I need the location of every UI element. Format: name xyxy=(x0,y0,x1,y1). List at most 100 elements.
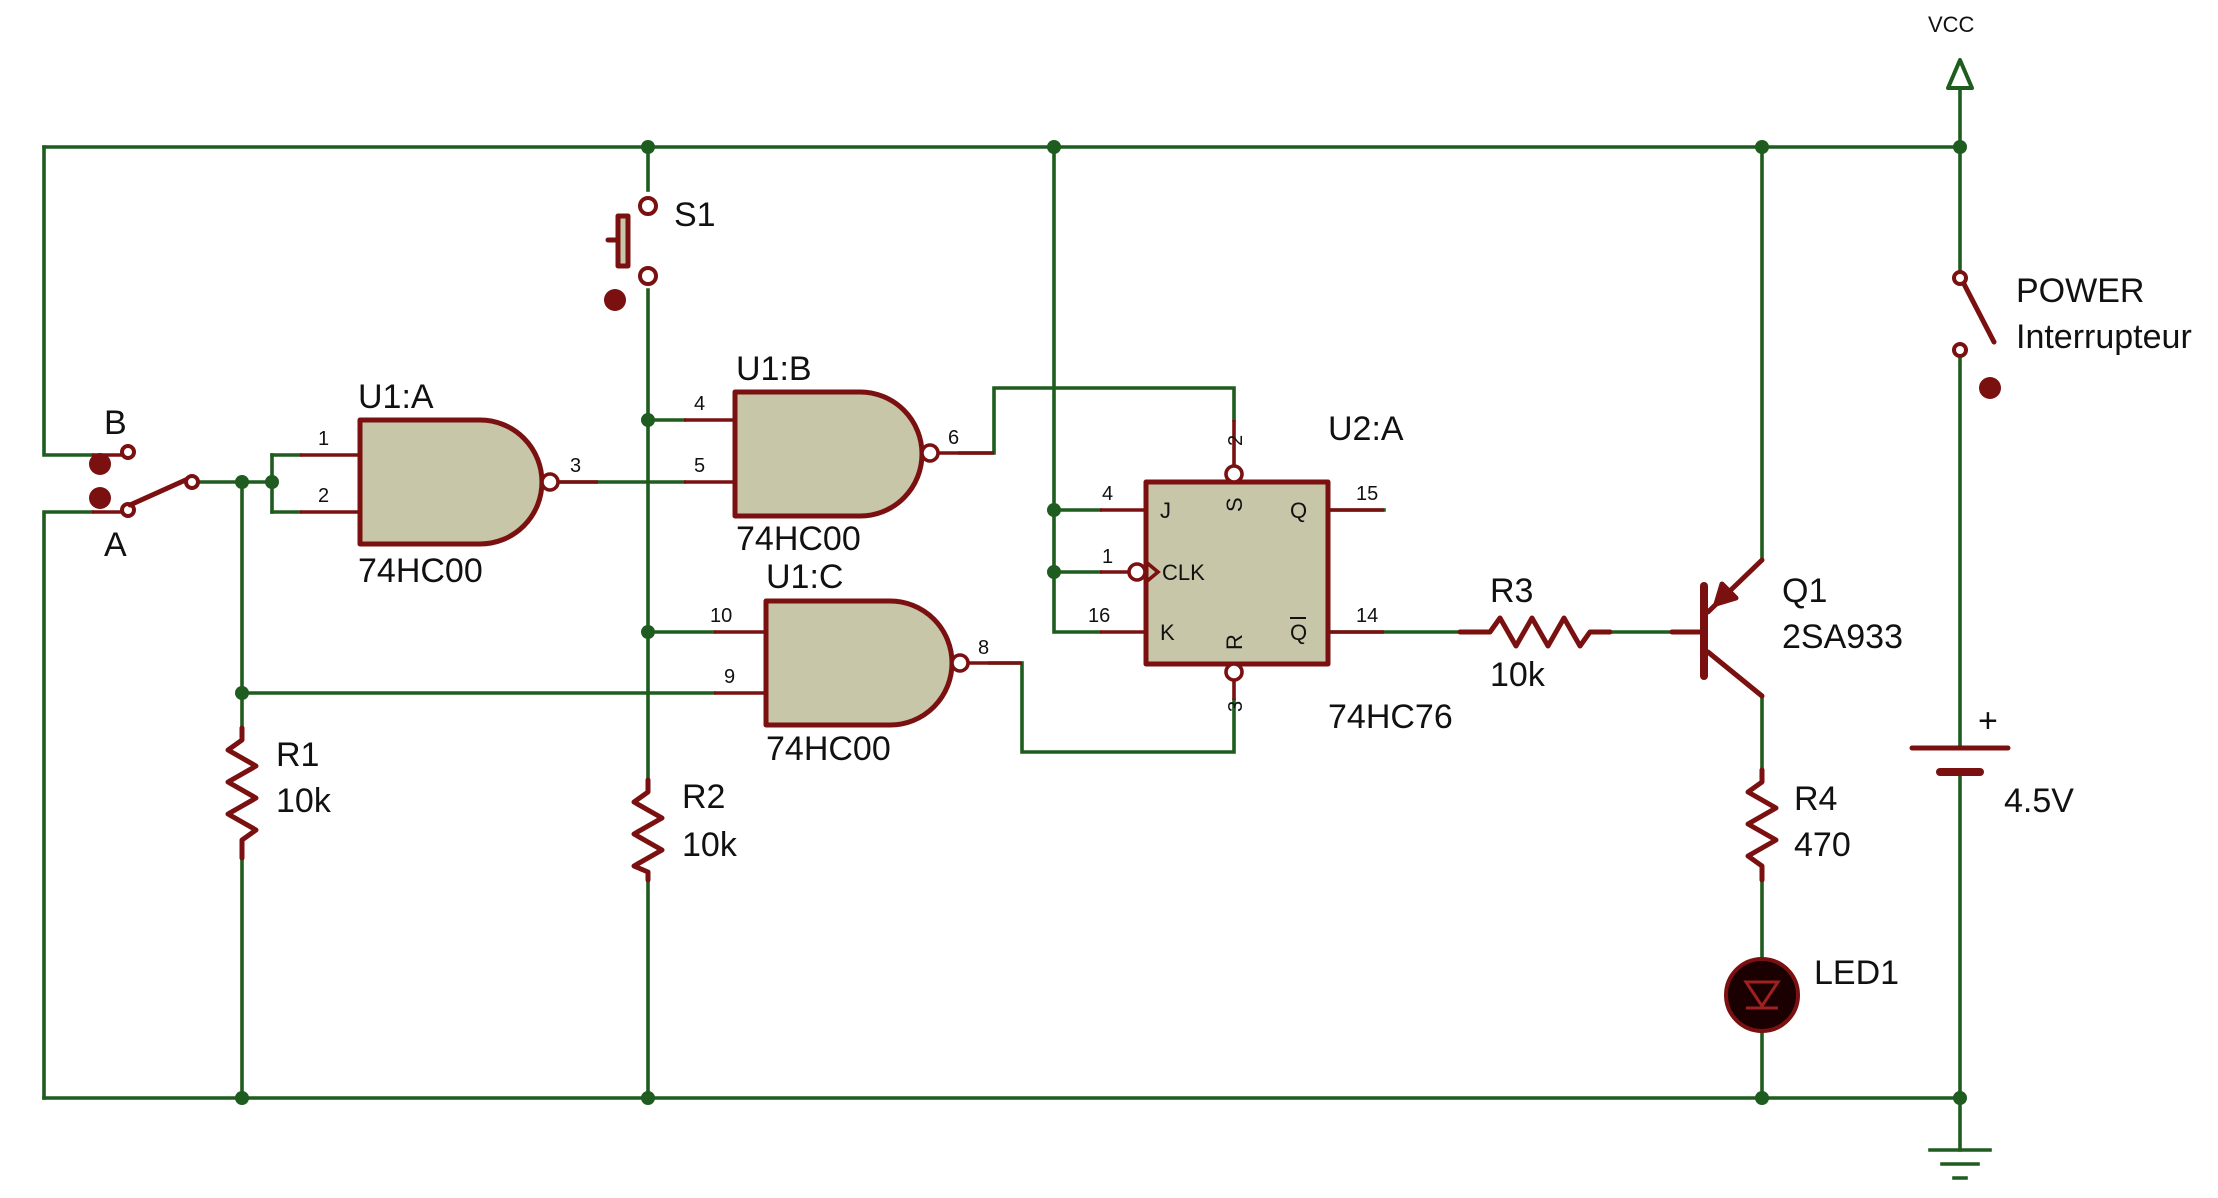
vcc-label: VCC xyxy=(1928,12,1975,37)
junction-node xyxy=(641,140,655,154)
r4-ref: R4 xyxy=(1794,780,1837,818)
q1-part: 2SA933 xyxy=(1782,618,1903,656)
resistor-r4: R4 470 xyxy=(1745,767,1851,883)
q1-emitter-arrow-icon xyxy=(1713,581,1739,607)
wire-u1b-out xyxy=(958,386,1236,455)
junction-node xyxy=(1755,140,1769,154)
u2a-ref: U2:A xyxy=(1328,410,1404,448)
u2a-pin-q: 15 xyxy=(1356,483,1378,505)
r3-value: 10k xyxy=(1490,656,1546,694)
u1a-pin2: 2 xyxy=(318,485,329,507)
u2a-body xyxy=(1143,479,1331,667)
wires xyxy=(42,88,1962,1152)
u2a-s-bubble xyxy=(1224,464,1244,484)
junction-node xyxy=(1953,1091,1967,1105)
junction-node xyxy=(1047,565,1061,579)
wire-u1c-out xyxy=(988,661,1236,754)
battery-plus: + xyxy=(1978,702,1998,740)
u2a-pin-qbar: 14 xyxy=(1356,605,1378,627)
u1b-body xyxy=(732,389,925,519)
wire-jk-rail xyxy=(1052,145,1102,634)
power-switch[interactable]: POWER Interrupteur xyxy=(1952,270,2192,399)
switch-a-terminal xyxy=(89,487,111,509)
ground-icon xyxy=(1928,1148,1992,1180)
flip-flop-u2a: 4 1 16 15 14 2 3 J CLK K Q Q S R U2:A 74… xyxy=(1088,410,1453,736)
r1-zigzag-icon xyxy=(225,725,259,861)
led-1: LED1 xyxy=(1724,954,1899,1033)
r2-ref: R2 xyxy=(682,778,725,816)
junction-node xyxy=(641,413,655,427)
r2-zigzag-icon xyxy=(631,777,665,883)
u1b-pin6: 6 xyxy=(948,427,959,449)
led1-diode-icon xyxy=(1743,980,1781,1010)
power-desc: Interrupteur xyxy=(2016,318,2192,356)
vcc-arrow-icon xyxy=(1946,58,1974,90)
u2a-pin-j: 4 xyxy=(1102,483,1113,505)
r3-zigzag-icon xyxy=(1457,615,1613,649)
led1-body xyxy=(1724,957,1800,1033)
u1b-part: 74HC00 xyxy=(736,520,861,558)
u2a-pin-k: 16 xyxy=(1088,605,1110,627)
junction-node xyxy=(1047,503,1061,517)
switch-b-label: B xyxy=(104,404,127,442)
u1a-ref: U1:A xyxy=(358,378,434,416)
u1c-output-bubble xyxy=(950,653,970,673)
gate-u1c: 10 9 8 U1:C 74HC00 xyxy=(710,558,1022,768)
junction-node xyxy=(1755,1091,1769,1105)
u2a-clk-arrow xyxy=(1144,560,1161,584)
wire-left-bottom xyxy=(42,510,94,1100)
transistor-q1: Q1 2SA933 xyxy=(1669,557,1903,699)
junction-nodes xyxy=(235,140,1967,1105)
u2a-name-j: J xyxy=(1160,498,1171,523)
r3-ref: R3 xyxy=(1490,572,1533,610)
u1a-pin1: 1 xyxy=(318,428,329,450)
power-lever xyxy=(1961,281,1997,345)
selector-switch[interactable]: B A xyxy=(89,404,200,564)
battery-value: 4.5V xyxy=(2004,782,2074,820)
s1-bottom-contact xyxy=(638,266,658,286)
battery: + 4.5V xyxy=(1909,702,2074,820)
u2a-pin-clk: 1 xyxy=(1102,546,1113,568)
r1-value: 10k xyxy=(276,782,332,820)
junction-node xyxy=(235,1091,249,1105)
vcc-terminal: VCC xyxy=(1928,12,1975,90)
u2a-name-s: S xyxy=(1222,497,1247,512)
resistor-r2: R2 10k xyxy=(631,777,738,883)
ground-symbol xyxy=(1928,1148,1992,1180)
u1c-body xyxy=(763,598,955,728)
u1c-pin10: 10 xyxy=(710,605,732,627)
s1-label: S1 xyxy=(674,196,716,234)
r4-zigzag-icon xyxy=(1745,767,1779,883)
junction-node xyxy=(235,475,249,489)
u2a-name-r: R xyxy=(1222,634,1247,650)
junction-node xyxy=(641,625,655,639)
resistor-r1: R1 10k xyxy=(225,725,332,861)
s1-plunger xyxy=(615,213,631,269)
u2a-pin-s: 2 xyxy=(1225,435,1247,446)
u1c-ref: U1:C xyxy=(766,558,843,596)
u1b-output-bubble xyxy=(920,443,940,463)
junction-node xyxy=(641,1091,655,1105)
u1b-pin5: 5 xyxy=(694,455,705,477)
u2a-clk-bubble xyxy=(1127,562,1147,582)
u1a-body xyxy=(357,417,545,547)
wire-left-top xyxy=(42,145,94,457)
r1-ref: R1 xyxy=(276,736,319,774)
u1c-part: 74HC00 xyxy=(766,730,891,768)
push-button-s1[interactable]: S1 xyxy=(604,196,716,311)
switch-common-contact xyxy=(184,474,200,490)
u1c-pin9: 9 xyxy=(724,666,735,688)
u2a-part: 74HC76 xyxy=(1328,698,1453,736)
gate-u1a: 1 2 3 U1:A 74HC00 xyxy=(300,378,598,590)
switch-b-terminal xyxy=(89,453,111,475)
q1-collector-lead xyxy=(1705,649,1765,699)
u2a-name-k: K xyxy=(1160,620,1175,645)
junction-node xyxy=(1953,140,1967,154)
u1b-ref: U1:B xyxy=(736,350,812,388)
u2a-name-qbar: Q xyxy=(1290,620,1307,645)
power-top-contact xyxy=(1952,270,1968,286)
u1a-pin3: 3 xyxy=(570,455,581,477)
r2-value: 10k xyxy=(682,826,738,864)
junction-node xyxy=(265,475,279,489)
